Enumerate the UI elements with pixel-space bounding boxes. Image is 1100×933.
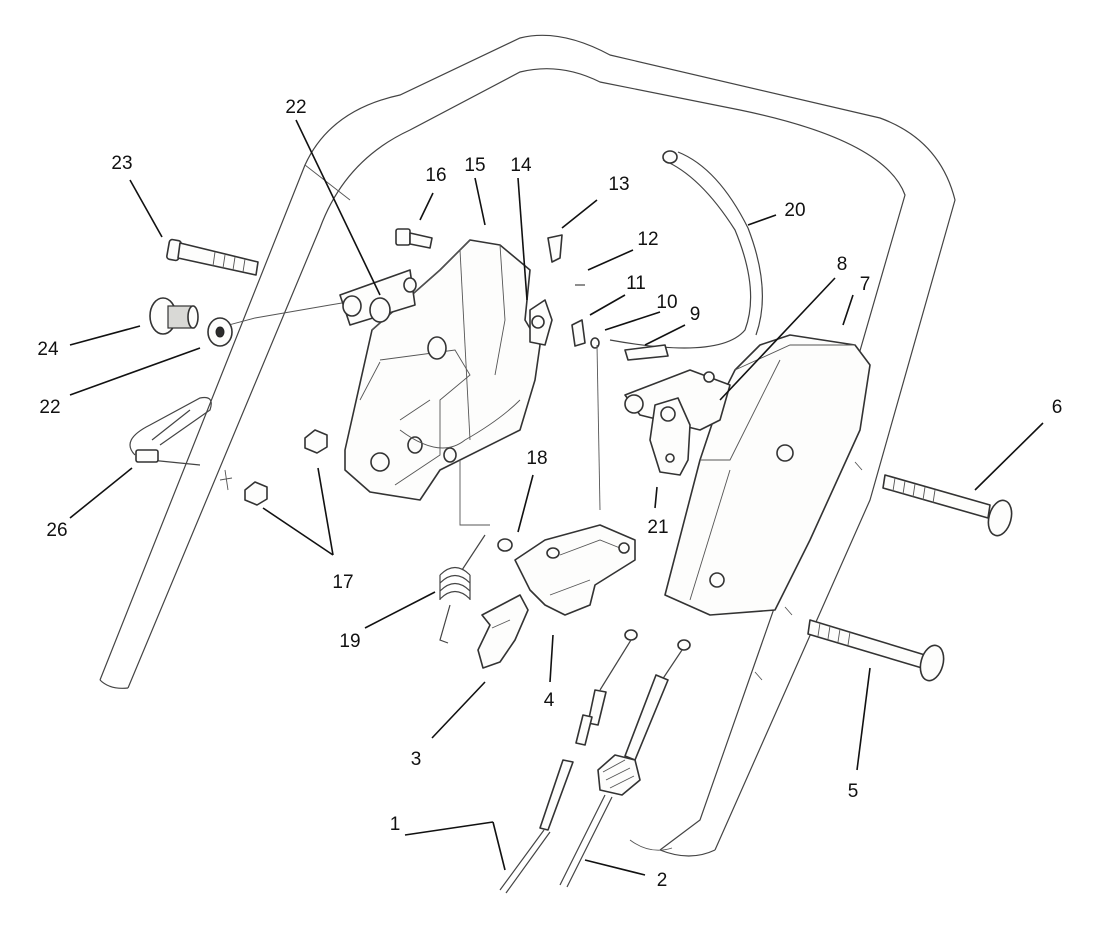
- callout-15: 15: [464, 155, 485, 176]
- carriage-bolt-5: [807, 619, 945, 682]
- callout-23: 23: [111, 153, 132, 174]
- callout-16: 16: [425, 165, 446, 186]
- cable-link-lower: [399, 399, 521, 449]
- bracket: [514, 524, 636, 616]
- callout-14: 14: [510, 155, 532, 176]
- pawl: [649, 397, 691, 476]
- hairpin-26: [129, 396, 212, 466]
- callout-17: 17: [332, 572, 353, 593]
- callout-labels: 1 2 3 4 5 6 7 8 9 10 11 12 13 14 15 16 1…: [37, 97, 1062, 891]
- carriage-bolt-6: [882, 474, 1013, 537]
- tube-marker: [219, 469, 233, 491]
- cable-2: [559, 639, 691, 888]
- callout-10: 10: [656, 292, 677, 313]
- callout-11: 11: [626, 273, 646, 294]
- part-18-washer: [497, 538, 513, 552]
- cable-1: [499, 629, 638, 894]
- leader-lines: [69, 119, 1044, 876]
- callout-22-lower: 22: [39, 397, 60, 418]
- handle-tube: [99, 34, 956, 857]
- callout-12: 12: [637, 229, 658, 250]
- callout-8: 8: [837, 254, 848, 275]
- callout-1: 1: [390, 814, 401, 835]
- screw-16: [395, 228, 433, 249]
- cable-20: [609, 150, 763, 349]
- callout-9: 9: [690, 304, 701, 325]
- callout-6: 6: [1052, 397, 1063, 418]
- callout-5: 5: [848, 781, 859, 802]
- spring: [439, 534, 486, 644]
- callout-24: 24: [37, 339, 59, 360]
- shoulder-bolt-24: [149, 297, 199, 335]
- washer-22-upper: [339, 269, 417, 326]
- callout-19: 19: [339, 631, 360, 652]
- control-panel: [344, 239, 541, 501]
- callout-13: 13: [608, 174, 629, 195]
- trigger: [477, 594, 529, 669]
- part-13-clip: [547, 234, 563, 263]
- callout-22-upper: 22: [285, 97, 306, 118]
- callout-21: 21: [647, 517, 668, 538]
- tube-markers-right: [754, 461, 863, 681]
- callout-20: 20: [784, 200, 805, 221]
- callout-4: 4: [544, 690, 555, 711]
- small-parts: [459, 234, 669, 552]
- nuts-17: [244, 429, 328, 506]
- callout-3: 3: [411, 749, 422, 770]
- bolt-23: [166, 238, 259, 276]
- callout-2: 2: [657, 870, 668, 891]
- callout-7: 7: [860, 274, 871, 295]
- washer-22-lower: [207, 317, 233, 347]
- callout-26: 26: [46, 520, 67, 541]
- callout-18: 18: [526, 448, 547, 469]
